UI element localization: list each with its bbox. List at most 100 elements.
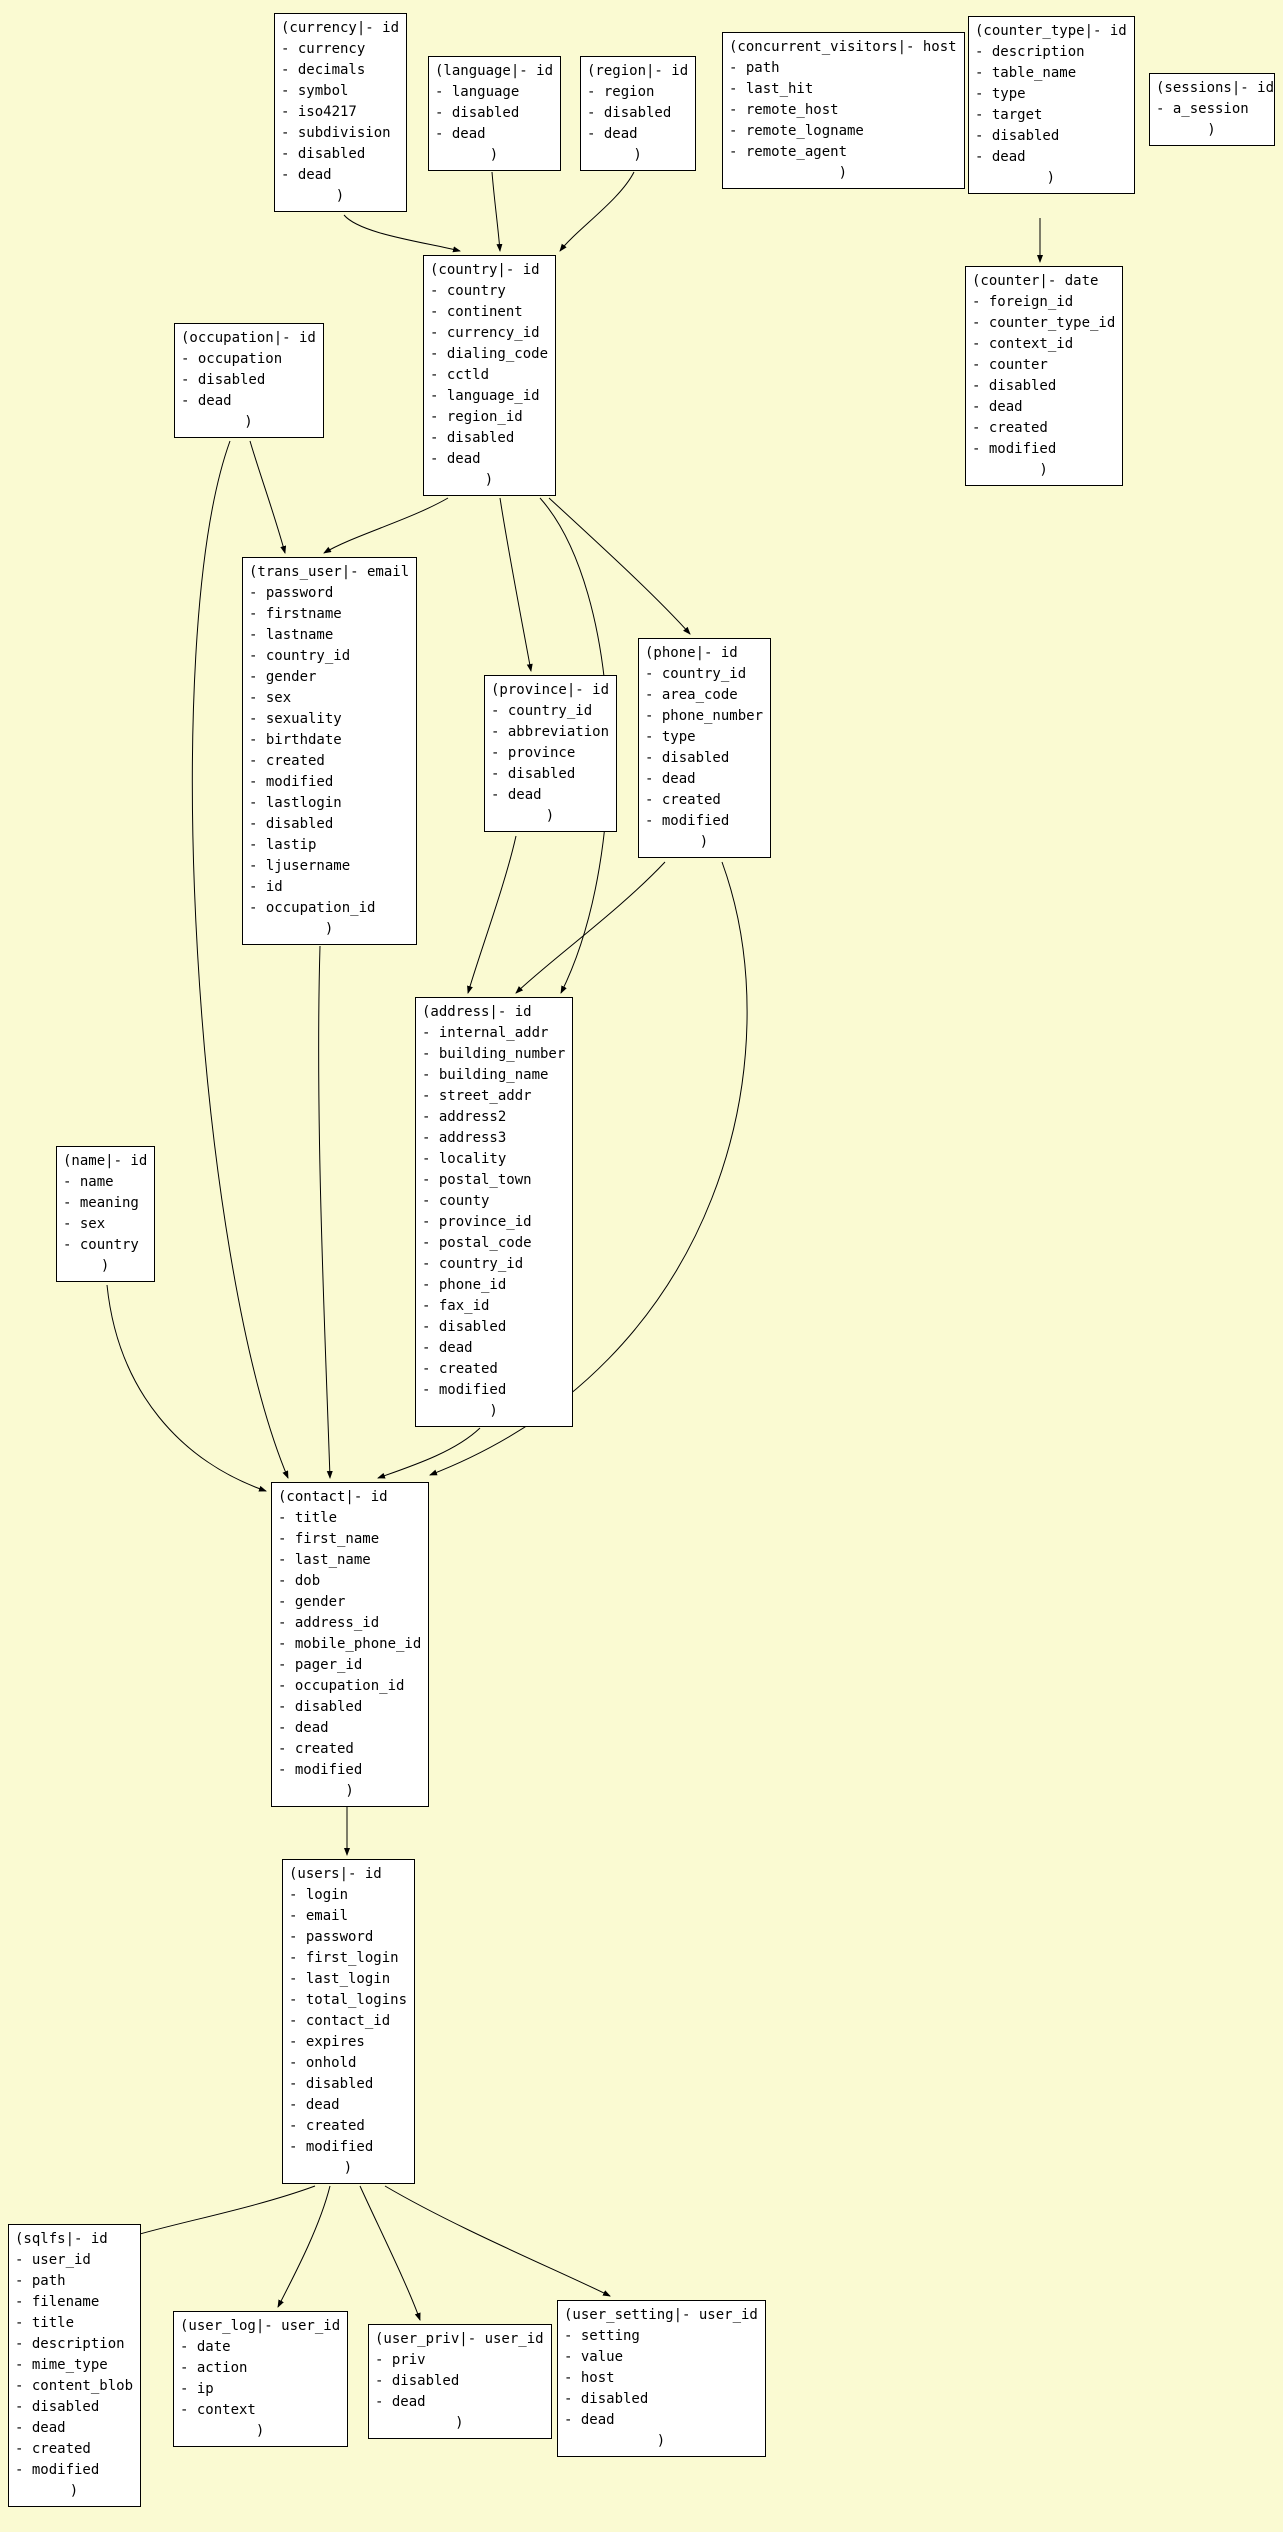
table-field: - country <box>63 1237 139 1253</box>
table-field: - path <box>729 60 780 76</box>
table-field: - table_name <box>975 65 1077 81</box>
table-field: - disabled <box>278 1699 363 1715</box>
table-field: - sex <box>249 690 292 706</box>
table-header-counter_type: (counter_type|- id <box>975 23 1127 39</box>
table-header-sqlfs: (sqlfs|- id <box>15 2231 108 2247</box>
table-field: - phone_number <box>645 708 764 724</box>
edge-currency-to-country <box>343 214 461 253</box>
table-field: - phone_id <box>422 1277 507 1293</box>
table-field: - dead <box>15 2420 66 2436</box>
table-field: - country_id <box>249 648 351 664</box>
table-address: (address|- id- internal_addr- building_n… <box>415 997 574 1427</box>
table-field: - context <box>180 2402 256 2418</box>
edge-users-to-user_priv <box>359 2185 421 2321</box>
table-field: - province <box>491 745 576 761</box>
table-field: - disabled <box>422 1319 507 1335</box>
table-field: - host <box>564 2370 615 2386</box>
table-field: - action <box>180 2360 248 2376</box>
edge-users-to-user_log <box>277 2185 331 2308</box>
table-field: - id <box>249 879 283 895</box>
table-field: - last_hit <box>729 81 814 97</box>
table-field: - first_login <box>289 1950 399 1966</box>
table-footer: ) <box>343 2160 353 2176</box>
table-header-country: (country|- id <box>430 262 540 278</box>
table-field: - fax_id <box>422 1298 490 1314</box>
edge-language-to-country <box>491 171 503 252</box>
table-field: - modified <box>249 774 334 790</box>
table-field: - modified <box>15 2462 100 2478</box>
table-name: (name|- id- name- meaning- sex- country) <box>56 1146 156 1282</box>
table-footer: ) <box>1207 122 1216 138</box>
table-user_log: (user_log|- user_id- date- action- ip- c… <box>173 2311 349 2447</box>
table-field: - foreign_id <box>972 294 1074 310</box>
table-header-trans_user: (trans_user|- email <box>249 564 410 580</box>
table-footer: ) <box>1046 170 1056 186</box>
table-field: - building_number <box>422 1046 566 1062</box>
table-field: - login <box>289 1887 349 1903</box>
table-field: - filename <box>15 2294 100 2310</box>
table-field: - dead <box>975 149 1026 165</box>
table-field: - created <box>249 753 325 769</box>
table-occupation: (occupation|- id- occupation- disabled- … <box>174 323 324 438</box>
table-concurrent_visitors: (concurrent_visitors|- host- path- last_… <box>722 32 965 189</box>
table-field: - mobile_phone_id <box>278 1636 422 1652</box>
edge-name-to-contact <box>106 1284 267 1492</box>
table-field: - last_login <box>289 1971 391 1987</box>
table-field: - building_name <box>422 1067 549 1083</box>
table-users: (users|- id- login- email- password- fir… <box>282 1859 416 2184</box>
table-header-users: (users|- id <box>289 1866 382 1882</box>
table-field: - dead <box>181 393 232 409</box>
table-header-user_setting: (user_setting|- user_id <box>564 2307 758 2323</box>
table-footer: ) <box>838 165 847 181</box>
edge-address-to-contact <box>377 1427 481 1479</box>
table-field: - disabled <box>435 105 520 121</box>
table-field: - country_id <box>491 703 593 719</box>
table-header-user_log: (user_log|- user_id <box>180 2318 341 2334</box>
table-field: - currency <box>281 41 366 57</box>
table-field: - context_id <box>972 336 1074 352</box>
edge-phone-to-address <box>515 861 666 994</box>
table-footer: ) <box>69 2483 79 2499</box>
table-field: - email <box>289 1908 349 1924</box>
table-field: - content_blob <box>15 2378 134 2394</box>
table-field: - dead <box>281 167 332 183</box>
table-field: - user_id <box>15 2252 91 2268</box>
table-footer: ) <box>1039 462 1048 478</box>
table-counter_type: (counter_type|- id- description- table_n… <box>968 16 1135 194</box>
table-header-sessions: (sessions|- id <box>1156 80 1275 96</box>
table-field: - dead <box>972 399 1023 415</box>
table-field: - iso4217 <box>281 104 357 120</box>
table-field: - disabled <box>587 105 672 121</box>
table-field: - contact_id <box>289 2013 391 2029</box>
table-field: - disabled <box>491 766 576 782</box>
table-field: - counter_type_id <box>972 315 1116 331</box>
table-country: (country|- id- country- continent- curre… <box>423 255 557 496</box>
table-currency: (currency|- id- currency- decimals- symb… <box>274 13 408 212</box>
table-field: - occupation_id <box>249 900 376 916</box>
table-field: - sexuality <box>249 711 342 727</box>
table-field: - dead <box>422 1340 473 1356</box>
table-field: - address2 <box>422 1109 507 1125</box>
table-field: - language <box>435 84 520 100</box>
table-field: - remote_host <box>729 102 839 118</box>
edge-trans_user-to-contact <box>318 945 333 1479</box>
table-field: - country_id <box>422 1256 524 1272</box>
table-language: (language|- id- language- disabled- dead… <box>428 56 562 171</box>
table-header-province: (province|- id <box>491 682 610 698</box>
table-field: - lastip <box>249 837 317 853</box>
table-field: - type <box>975 86 1026 102</box>
table-field: - region <box>587 84 655 100</box>
table-field: - total_logins <box>289 1992 408 2008</box>
table-field: - pager_id <box>278 1657 363 1673</box>
table-field: - dead <box>564 2412 615 2428</box>
table-footer: ) <box>489 147 499 163</box>
table-field: - language_id <box>430 388 540 404</box>
table-field: - disabled <box>289 2076 374 2092</box>
table-field: - abbreviation <box>491 724 610 740</box>
table-field: - type <box>645 729 696 745</box>
table-field: - continent <box>430 304 523 320</box>
table-header-phone: (phone|- id <box>645 645 738 661</box>
table-footer: ) <box>484 472 494 488</box>
table-field: - dob <box>278 1573 321 1589</box>
table-header-counter: (counter|- date <box>972 273 1099 289</box>
